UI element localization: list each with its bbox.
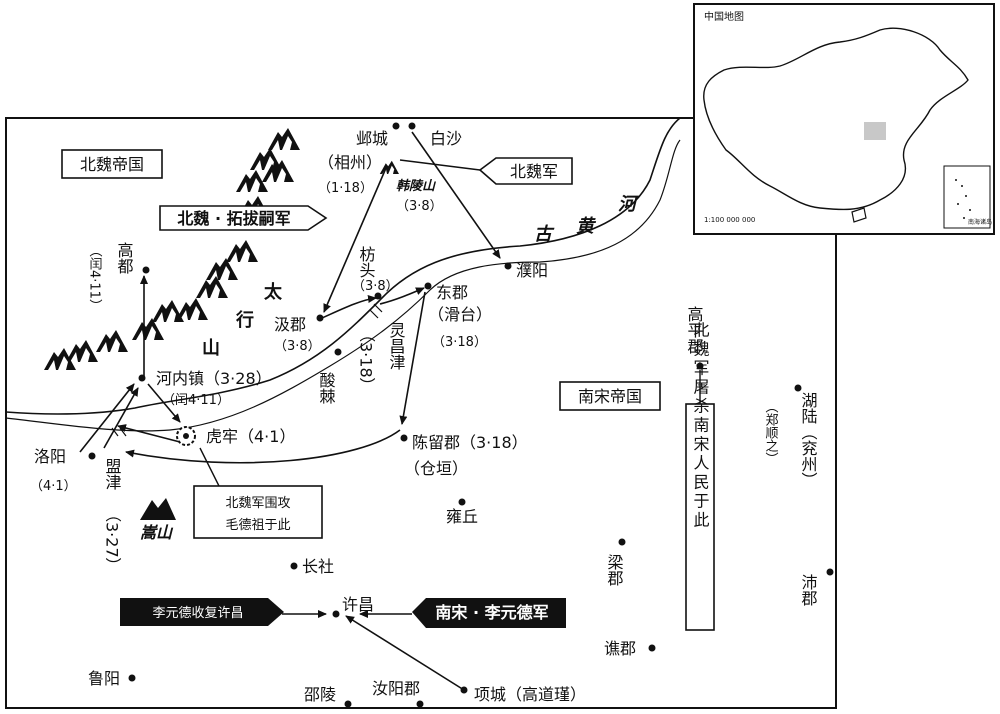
inset-china-map: 中国地图 南海诸岛 1:100 000 000	[693, 3, 995, 235]
feature-river-3: 河	[618, 194, 640, 215]
place-mengjin: 盟津	[103, 458, 122, 490]
place-hanling-date: （3·8）	[396, 199, 443, 214]
massacre-note-box	[685, 403, 715, 631]
north-wei-region-box	[61, 149, 163, 179]
place-qiaojun: 谯郡	[604, 639, 636, 658]
place-luoyang-date: （4·1）	[30, 479, 77, 494]
place-yecheng-date: （1·18）	[318, 181, 373, 196]
feature-taihang-2: 行	[235, 309, 254, 331]
place-zhengshun: （郑顺之）	[763, 400, 779, 465]
place-xuchang: 许昌	[342, 595, 374, 614]
hanling-mountain-icon	[379, 160, 399, 174]
yellow-river-north-bank	[5, 117, 681, 415]
place-changshe: 长社	[302, 557, 334, 576]
siege-note-box	[193, 485, 323, 539]
river-crossing-marks	[111, 303, 383, 437]
place-dongjun-date: （3·18）	[432, 335, 487, 350]
siege-note-line-1: 北魏军围攻	[225, 496, 290, 511]
place-puyang: 濮阳	[516, 261, 548, 280]
campaign-arrows	[79, 131, 501, 691]
south-song-army-callout	[412, 598, 566, 628]
hulao-siege-marker	[176, 426, 196, 446]
place-suanzao: 酸棘	[317, 372, 336, 404]
place-fangtou: 枋头	[357, 246, 376, 278]
place-luoyang: 洛阳	[34, 447, 66, 466]
place-lingchang-date: （3·18）	[357, 326, 376, 394]
tuoba-army-callout	[159, 205, 328, 231]
nanhai-label: 南海诸岛	[968, 218, 992, 226]
place-songshan: 嵩山	[140, 523, 174, 542]
north-wei-army-label: 北魏军	[510, 162, 558, 181]
place-dongjun: 东郡	[436, 283, 468, 302]
li-recapture-callout	[120, 598, 284, 626]
massacre-note-label: 北魏军屠杀南宋人民于此	[691, 322, 710, 531]
place-baisha: 白沙	[430, 129, 462, 148]
south-china-sea-box	[943, 165, 991, 229]
main-map-frame	[5, 117, 837, 709]
place-fangtou-date: （3·8）	[352, 279, 399, 294]
tuoba-army-label: 北魏 · 拓拔嗣军	[177, 209, 290, 228]
feature-river-2: 黄	[576, 216, 597, 237]
south-song-region-box	[559, 381, 661, 411]
songshan-mountain-icon	[140, 498, 176, 520]
place-henei: 河内镇（3·28）	[156, 369, 272, 388]
place-chenliu-alt: （仓垣）	[404, 459, 468, 478]
place-mengjin-date: （3·27）	[103, 506, 122, 574]
place-chenliu: 陈留郡（3·18）	[412, 433, 528, 452]
place-luyang: 鲁阳	[88, 669, 120, 688]
north-wei-region-label: 北魏帝国	[80, 155, 144, 174]
place-yongqiu: 雍丘	[446, 507, 478, 526]
place-yecheng-alt: （相州）	[318, 153, 382, 172]
li-recapture-label: 李元德收复许昌	[152, 606, 243, 621]
place-gaodu-date: （闰4·11）	[87, 244, 103, 312]
place-hulao: 虎牢（4·1）	[206, 427, 295, 446]
place-jijun-date: （3·8）	[274, 339, 321, 354]
china-outline	[703, 27, 969, 211]
feature-taihang-1: 太	[264, 281, 283, 303]
place-huling: 湖陆（兖州）	[799, 392, 818, 488]
place-peijun: 沛郡	[799, 574, 818, 606]
place-lingchangjin: 灵昌津	[387, 322, 406, 370]
feature-river-1: 古	[534, 224, 555, 245]
yellow-river-south-bank	[5, 139, 681, 432]
place-hanling: 韩陵山	[396, 178, 437, 194]
inset-scale: 1:100 000 000	[704, 216, 755, 224]
place-liangjun: 梁郡	[605, 554, 624, 586]
place-jijun: 汲郡	[274, 315, 306, 334]
south-song-army-label: 南宋 · 李元德军	[435, 603, 548, 622]
inset-highlight-area	[864, 122, 886, 140]
place-xiangcheng: 项城（高道瑾）	[474, 685, 586, 704]
south-song-region-label: 南宋帝国	[578, 387, 642, 406]
place-dongjun-alt: （滑台）	[428, 305, 492, 324]
place-gaodu: 高都	[115, 242, 134, 274]
place-shaoling: 邵陵	[304, 685, 336, 704]
north-wei-army-callout	[478, 157, 573, 185]
place-henei-date: （闰4·11）	[162, 393, 230, 408]
place-gaoping: 高平郡	[685, 306, 704, 354]
place-ruyang: 汝阳郡	[372, 679, 420, 698]
feature-taihang-3: 山	[202, 338, 220, 359]
siege-note-line-2: 毛德祖于此	[225, 518, 290, 533]
inset-title: 中国地图	[704, 10, 744, 23]
settlement-dots	[88, 122, 834, 708]
place-yecheng: 邺城	[356, 129, 388, 148]
hainan-island	[851, 207, 867, 223]
